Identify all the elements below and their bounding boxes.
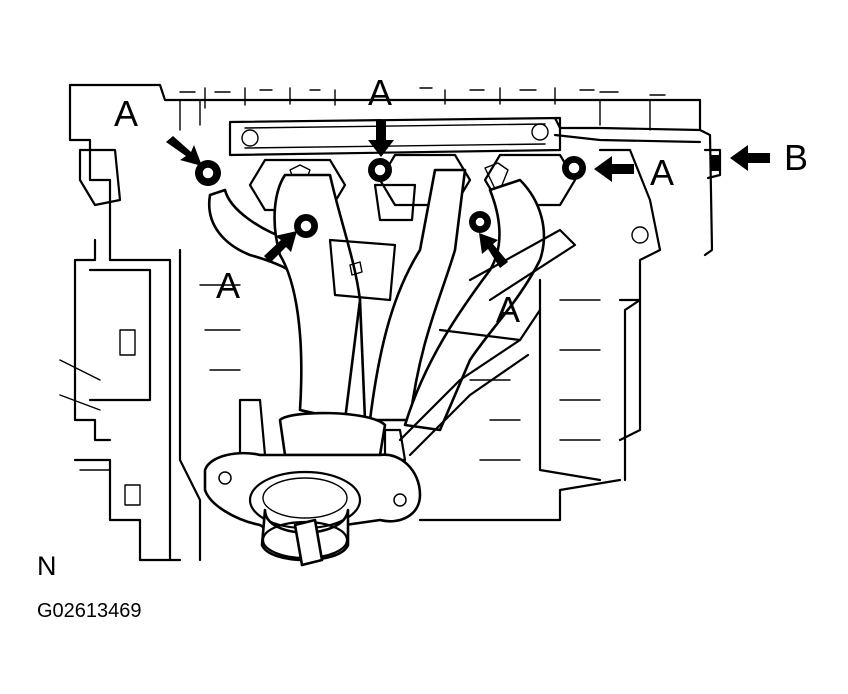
- callout-a-right-lower: A: [496, 289, 520, 330]
- nut-2: [368, 158, 392, 182]
- part-b-bracket: [703, 148, 722, 180]
- callout-a-right: A: [650, 152, 674, 193]
- nut-3: [562, 156, 586, 180]
- nut-4: [294, 214, 318, 238]
- arrow-nut-2: [368, 120, 394, 157]
- view-label: N: [37, 551, 57, 581]
- arrow-b: [730, 145, 770, 171]
- callout-a-left-lower: A: [216, 265, 240, 306]
- arrow-nut-1: [166, 136, 202, 166]
- arrows: [166, 120, 770, 268]
- arrow-nut-5: [479, 233, 508, 268]
- callout-b: B: [784, 137, 808, 178]
- outlet-flange: [203, 451, 422, 567]
- nut-5: [469, 211, 491, 233]
- engine-block: [59, 83, 714, 562]
- callout-a-top-left: A: [114, 93, 138, 134]
- figure-id: G02613469: [37, 600, 142, 622]
- nut-1: [195, 160, 221, 186]
- exhaust-runners: [207, 168, 577, 462]
- manifold-nuts: [195, 156, 586, 238]
- arrow-nut-3: [594, 156, 634, 182]
- callout-a-top-center: A: [368, 72, 392, 113]
- arrow-nut-4: [264, 231, 297, 263]
